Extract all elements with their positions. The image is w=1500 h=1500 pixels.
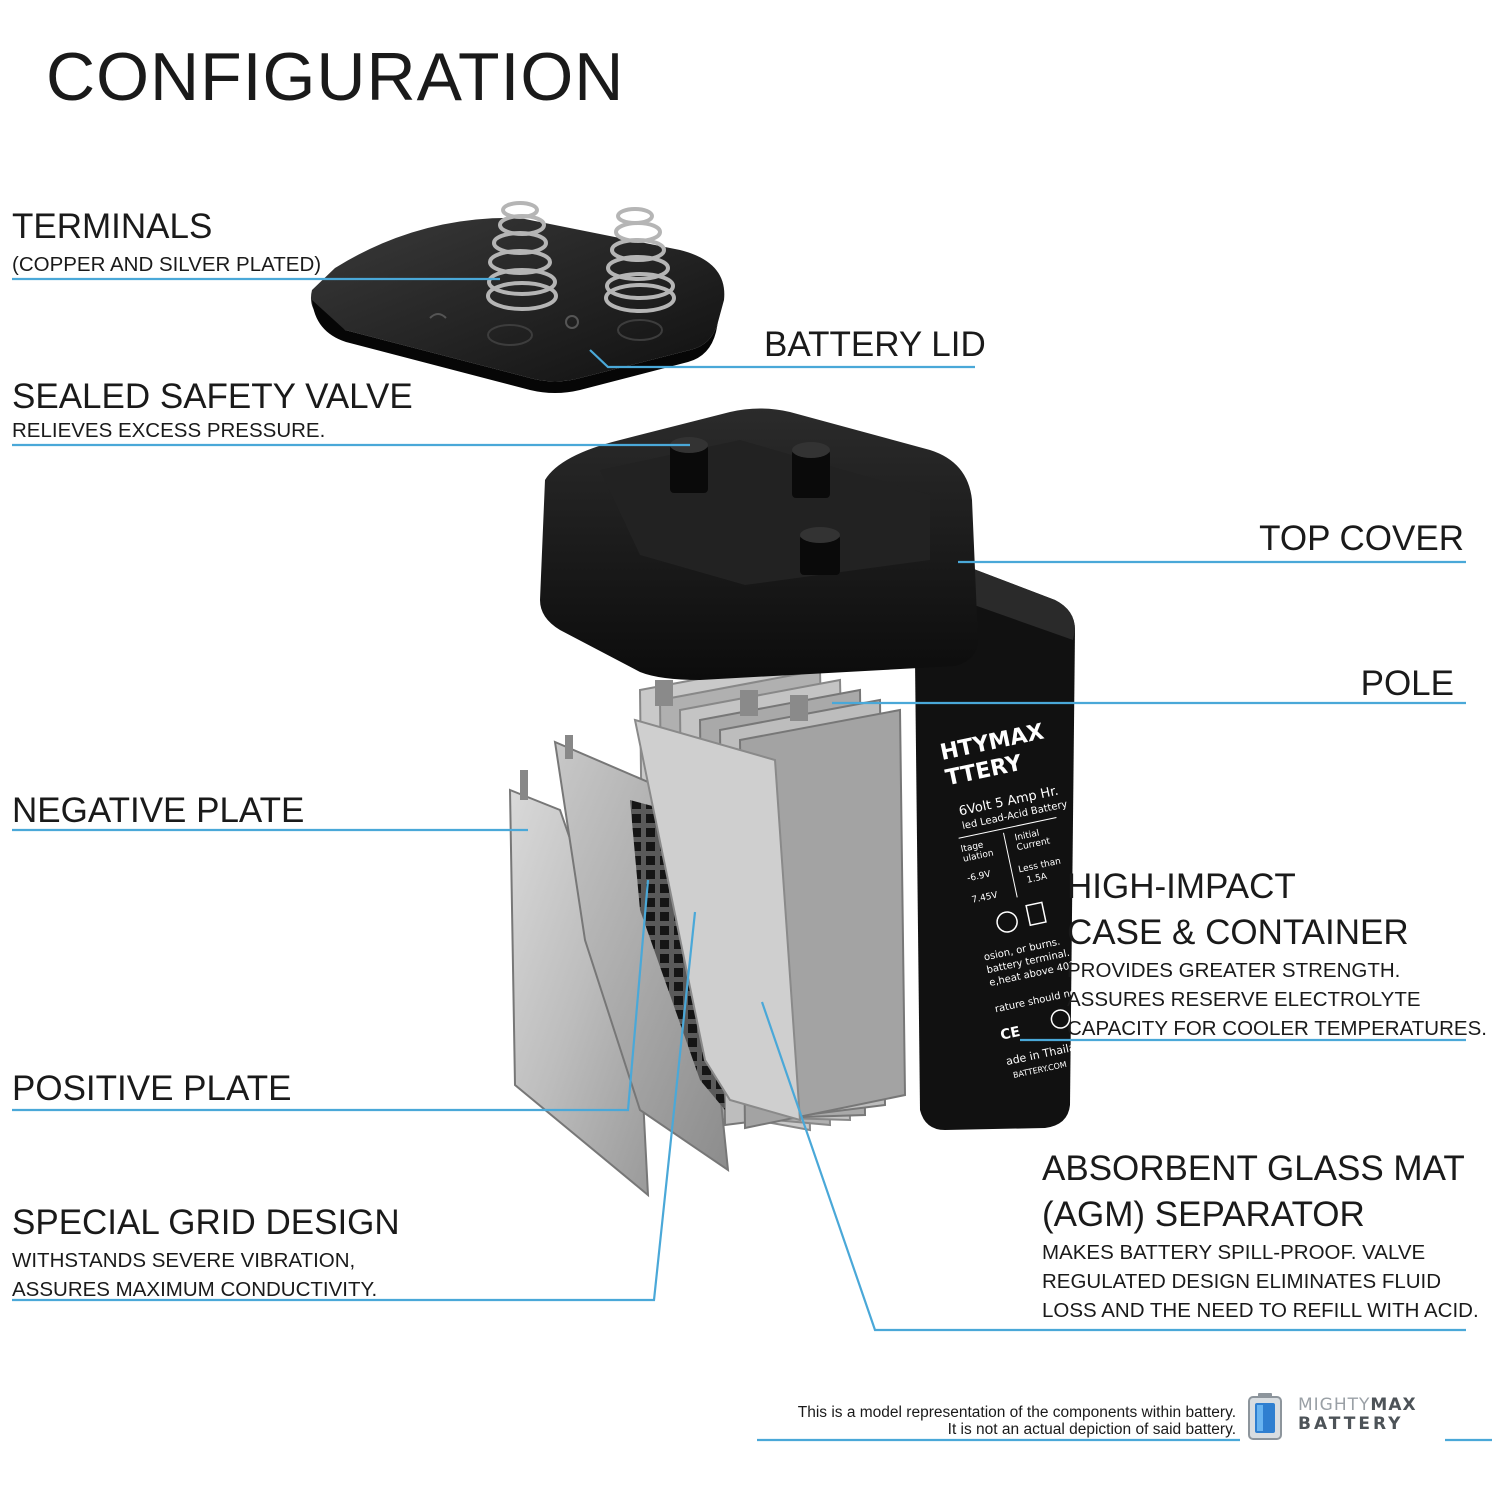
case-desc-1: PROVIDES GREATER STRENGTH. — [1067, 959, 1401, 982]
label-safety-valve: SEALED SAFETY VALVE RELIEVES EXCESS PRES… — [12, 374, 413, 445]
label-agm: ABSORBENT GLASS MAT (AGM) SEPARATOR MAKE… — [1042, 1146, 1479, 1325]
label-top-cover: TOP COVER — [1259, 519, 1464, 558]
safety-valve-title: SEALED SAFETY VALVE — [12, 377, 413, 416]
footer-note-line2: It is not an actual depiction of said ba… — [947, 1421, 1236, 1438]
label-col1: ltage — [960, 840, 985, 855]
agm-separator-sheet — [633, 718, 802, 1122]
brand-logo: MIGHTYMAX BATTERY — [1244, 1392, 1444, 1442]
terminals-subtitle: (COPPER AND SILVER PLATED) — [12, 253, 322, 276]
bin-icon — [1025, 901, 1047, 927]
safety-valve-subtitle: RELIEVES EXCESS PRESSURE. — [12, 419, 326, 442]
case-desc-3: CAPACITY FOR COOLER TEMPERATURES. — [1067, 1017, 1487, 1040]
label-pole: POLE — [1360, 664, 1454, 703]
leader-agm — [760, 1001, 1466, 1332]
leader-grid — [12, 911, 697, 1302]
agm-desc-3: LOSS AND THE NEED TO REFILL WITH ACID. — [1042, 1299, 1479, 1322]
logo-word-max: MAX — [1370, 1395, 1417, 1415]
logo-word-mighty: MIGHTY — [1298, 1395, 1371, 1415]
agm-title-1: ABSORBENT GLASS MAT — [1042, 1149, 1465, 1188]
label-negative-plate: NEGATIVE PLATE — [12, 791, 305, 830]
grid-desc-1: WITHSTANDS SEVERE VIBRATION, — [12, 1249, 356, 1272]
label-case: HIGH-IMPACT CASE & CONTAINER PROVIDES GR… — [1067, 864, 1487, 1043]
top-cover — [540, 408, 978, 680]
page-title: CONFIGURATION — [46, 39, 625, 115]
grid-desc-2: ASSURES MAXIMUM CONDUCTIVITY. — [12, 1278, 378, 1301]
agm-desc-1: MAKES BATTERY SPILL-PROOF. VALVE — [1042, 1241, 1426, 1264]
label-v1: -6.9V — [966, 869, 992, 884]
label-positive-plate: POSITIVE PLATE — [12, 1069, 292, 1108]
agm-desc-2: REGULATED DESIGN ELIMINATES FLUID — [1042, 1270, 1442, 1293]
label-battery-lid: BATTERY LID — [764, 325, 986, 364]
terminals-title: TERMINALS — [12, 207, 213, 246]
case-title-2: CASE & CONTAINER — [1067, 913, 1409, 952]
label-terminals: TERMINALS (COPPER AND SILVER PLATED) — [12, 204, 321, 279]
grid-title: SPECIAL GRID DESIGN — [12, 1203, 400, 1242]
ce-mark-icon: CE — [999, 1024, 1022, 1044]
footer-note-line1: This is a model representation of the co… — [797, 1404, 1236, 1421]
cover-posts — [670, 437, 840, 575]
logo-wordmark: MIGHTYMAX BATTERY — [1298, 1396, 1417, 1434]
terminal-springs — [486, 201, 676, 313]
leader-battery-lid — [589, 349, 975, 369]
ul-mark-icon — [1050, 1009, 1071, 1029]
negative-plate-sheet — [508, 770, 650, 1198]
case-desc-2: ASSURES RESERVE ELECTROLYTE — [1067, 988, 1421, 1011]
label-grid: SPECIAL GRID DESIGN WITHSTANDS SEVERE VI… — [12, 1200, 400, 1304]
case-title-1: HIGH-IMPACT — [1067, 867, 1296, 906]
leader-positive-plate — [12, 879, 650, 1112]
leader-lines — [12, 277, 1492, 1442]
agm-title-2: (AGM) SEPARATOR — [1042, 1195, 1365, 1234]
battery-logo-icon — [1248, 1393, 1282, 1440]
recycle-icon — [996, 911, 1018, 933]
logo-word-battery: BATTERY — [1298, 1414, 1404, 1434]
label-current-val: 1.5A — [1026, 872, 1049, 886]
footer-note: This is a model representation of the co… — [700, 1404, 1236, 1438]
